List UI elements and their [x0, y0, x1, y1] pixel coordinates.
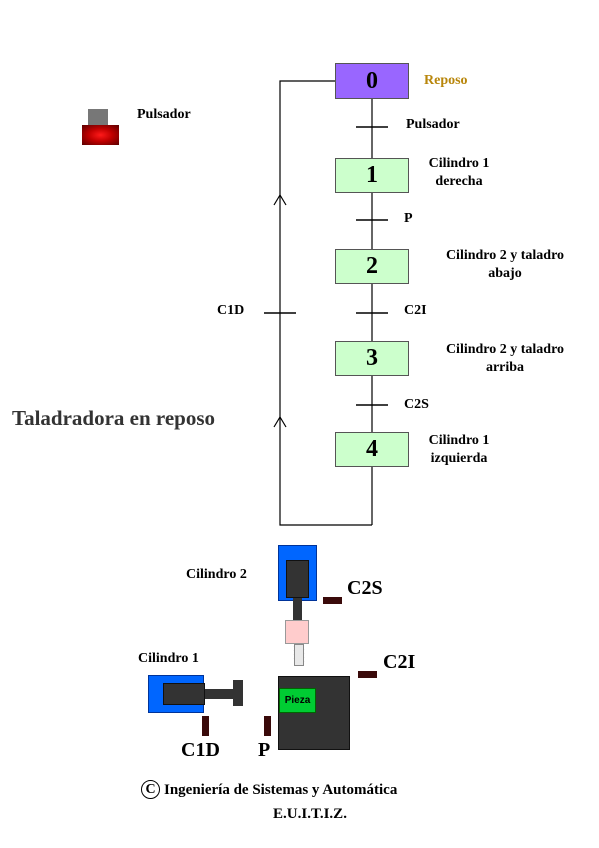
sensor-c2i-label: C2I: [383, 651, 416, 673]
sensor-c2s: [323, 597, 342, 604]
step-2-action: Cilindro 2 y taladro abajo: [420, 247, 590, 283]
step-1: 1: [335, 158, 409, 193]
state-label: Taladradora en reposo: [12, 406, 216, 430]
step-0: 0: [335, 63, 409, 99]
pushbutton-cap[interactable]: [88, 109, 108, 125]
step-2-action-line2: abajo: [488, 266, 522, 281]
step-4-action-line1: Cilindro 1: [428, 433, 490, 448]
transition-c2i: C2I: [404, 303, 427, 318]
cylinder1-label: Cilindro 1: [138, 651, 199, 666]
arrow-up-icon: [273, 193, 287, 206]
step-3: 3: [335, 341, 409, 376]
cylinder1-piston: [163, 683, 205, 705]
sensor-c2i: [358, 671, 377, 678]
step-3-action-line1: Cilindro 2 y taladro: [445, 342, 565, 357]
cylinder1-rod: [205, 689, 233, 699]
cylinder2-piston: [286, 560, 309, 598]
copyright-icon: C: [141, 780, 160, 799]
step-1-action: Cilindro 1 derecha: [414, 155, 504, 191]
drill-bit: [294, 644, 304, 666]
sensor-c1d: [202, 716, 209, 736]
step-2: 2: [335, 249, 409, 284]
step-1-action-line2: derecha: [435, 174, 483, 189]
sensor-p-label: P: [258, 739, 271, 761]
footer-line2: E.U.I.T.I.Z.: [273, 806, 347, 822]
step-0-action: Reposo: [424, 73, 468, 88]
sensor-c1d-label: C1D: [181, 739, 220, 761]
footer-line1: Ingeniería de Sistemas y Automática: [164, 782, 398, 798]
transition-p: P: [404, 211, 413, 226]
transition-c2s: C2S: [404, 397, 429, 412]
workpiece-piece: Pieza: [279, 688, 316, 713]
cylinder1-head: [233, 680, 243, 706]
cylinder2-label: Cilindro 2: [186, 567, 247, 582]
return-loop: [279, 80, 372, 526]
transition-pulsador: Pulsador: [406, 117, 460, 132]
pushbutton-label: Pulsador: [137, 107, 191, 122]
step-4-action: Cilindro 1 izquierda: [414, 432, 504, 468]
pushbutton-base[interactable]: [82, 125, 119, 145]
step-3-action-line2: arriba: [485, 360, 525, 375]
arrow-up-icon: [273, 415, 287, 428]
sensor-p: [264, 716, 271, 736]
sensor-c2s-label: C2S: [347, 577, 383, 599]
step-4: 4: [335, 432, 409, 467]
step-2-action-line1: Cilindro 2 y taladro: [445, 248, 565, 263]
transition-c1d: C1D: [217, 303, 245, 318]
step-1-action-line1: Cilindro 1: [428, 156, 490, 171]
cylinder2-rod: [293, 598, 302, 620]
step-3-action: Cilindro 2 y taladro arriba: [420, 341, 590, 377]
drill-chuck: [285, 620, 309, 644]
step-4-action-line2: izquierda: [430, 451, 488, 466]
